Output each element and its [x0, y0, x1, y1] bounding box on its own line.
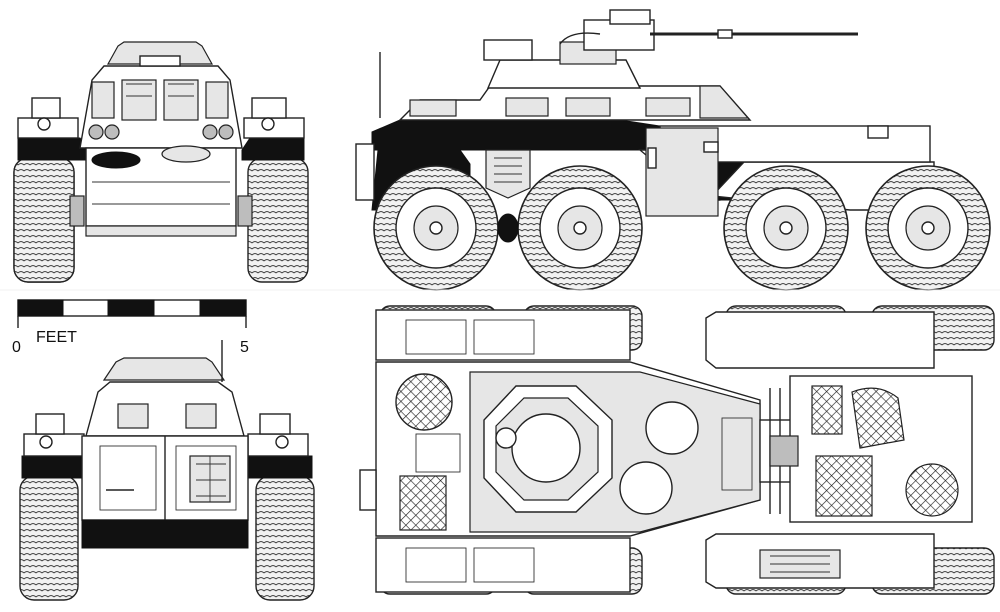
front-view-right-tire — [247, 157, 309, 283]
top-view — [359, 305, 995, 595]
side-door — [645, 127, 719, 217]
side-view-windows — [409, 97, 691, 117]
side-view-wheel-1 — [373, 165, 499, 291]
scale-start-label: 0 — [12, 339, 21, 356]
side-view-turret — [483, 9, 858, 89]
side-view — [355, 9, 991, 291]
front-view — [13, 41, 309, 283]
rear-view — [19, 340, 315, 601]
front-view-vision-ports — [91, 79, 229, 121]
side-view-wheel-3 — [723, 165, 849, 291]
side-view-wheel-2 — [517, 165, 643, 291]
scale-unit-label: FEET — [36, 329, 77, 346]
side-view-wheel-4 — [865, 165, 991, 291]
scale-end-label: 5 — [240, 339, 249, 356]
scale-bar: FEET 0 5 — [12, 299, 249, 356]
top-view-grille-front — [395, 373, 453, 431]
front-view-headlights — [88, 124, 234, 140]
top-view-turret-ring — [483, 385, 613, 513]
front-view-left-tire — [13, 157, 75, 283]
